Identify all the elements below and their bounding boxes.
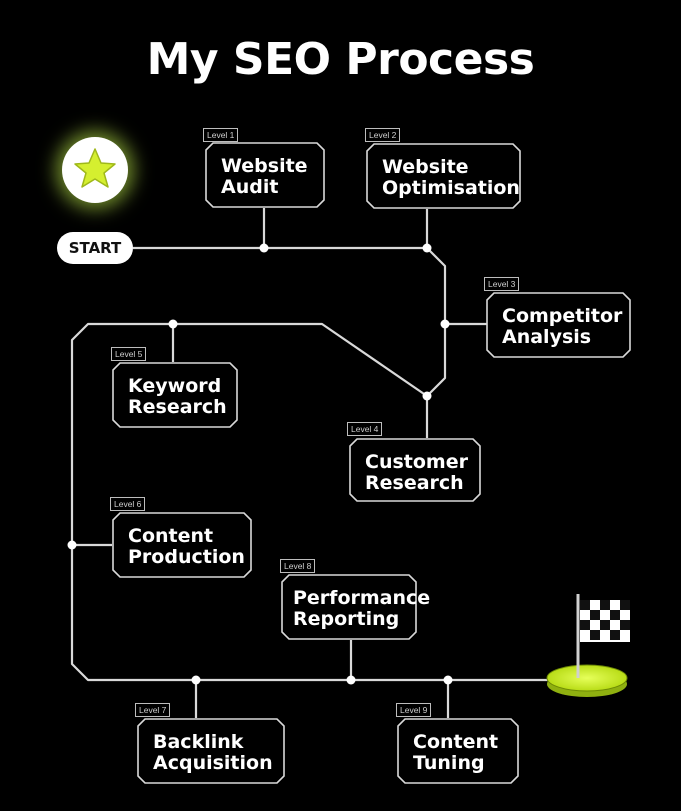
- step-competitor-analysis: Competitor Analysis: [486, 292, 631, 358]
- step-label: Customer Research: [365, 451, 468, 494]
- checkered-flag-icon: [546, 594, 630, 697]
- step-keyword-research: Keyword Research: [112, 362, 238, 428]
- level-tag: Level 4: [347, 422, 383, 436]
- level-tag: Level 2: [365, 128, 401, 142]
- step-label: Content Production: [128, 525, 245, 568]
- level-tag: Level 3: [484, 277, 520, 291]
- step-label: Keyword Research: [128, 375, 227, 418]
- start-pill: START: [57, 232, 133, 264]
- step-customer-research: Customer Research: [349, 438, 481, 502]
- page-title: My SEO Process: [146, 34, 535, 85]
- step-label: Website Audit: [221, 155, 308, 198]
- step-label: Performance Reporting: [293, 587, 431, 630]
- step-label: Website Optimisation: [382, 156, 520, 199]
- step-label: Backlink Acquisition: [153, 731, 273, 774]
- level-tag: Level 7: [135, 703, 171, 717]
- step-backlink-acquisition: Backlink Acquisition: [137, 718, 285, 784]
- step-performance-reporting: Performance Reporting: [281, 574, 431, 640]
- step-content-tuning: Content Tuning: [397, 718, 519, 784]
- star-badge: [62, 137, 128, 203]
- step-website-optimisation: Website Optimisation: [366, 143, 521, 209]
- star-icon: [74, 148, 116, 188]
- step-website-audit: Website Audit: [205, 142, 325, 208]
- step-label: Content Tuning: [413, 731, 499, 774]
- step-label: Competitor Analysis: [502, 305, 623, 348]
- level-tag: Level 5: [111, 347, 147, 361]
- step-content-production: Content Production: [112, 512, 252, 578]
- level-tag: Level 1: [203, 128, 239, 142]
- level-tag: Level 9: [396, 703, 432, 717]
- level-tag: Level 6: [110, 497, 146, 511]
- level-tag: Level 8: [280, 559, 316, 573]
